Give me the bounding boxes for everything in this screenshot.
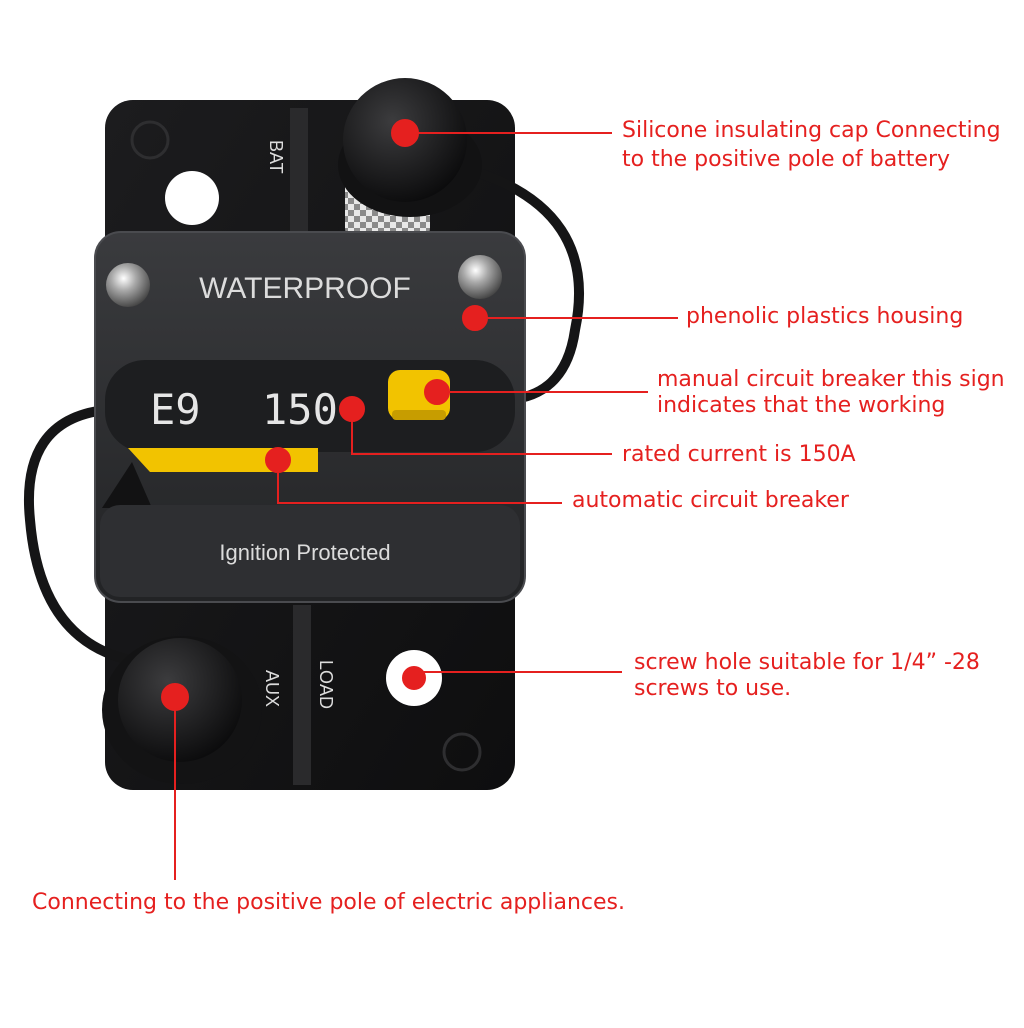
- manual-trip-button-shadow: [392, 410, 446, 420]
- callout-housing-line-1: phenolic plastics housing: [686, 304, 964, 329]
- callout-manual-line-1: manual circuit breaker this sign: [657, 367, 1005, 392]
- callout-housing: phenolic plastics housing: [686, 304, 963, 330]
- model-label: E9: [150, 385, 201, 434]
- callout-rated-line-1: rated current is 150A: [622, 442, 856, 467]
- rating-label: 150: [262, 385, 338, 434]
- callout-cap-line-1: Silicone insulating cap Connecting: [622, 118, 1001, 143]
- cap-tether-right: [465, 165, 584, 405]
- waterproof-label: WATERPROOF: [199, 272, 411, 305]
- screw-dot: [402, 666, 426, 690]
- rated-leader: [351, 409, 612, 455]
- screw-top-left: [106, 263, 150, 307]
- lower-panel: [100, 505, 520, 597]
- callout-screw: screw hole suitable for 1/4” -28 screws …: [634, 650, 980, 702]
- terminal-divider-top: [290, 108, 308, 238]
- reset-lever-wedge: [102, 462, 152, 508]
- mounting-hole-top: [165, 171, 219, 225]
- top-left-recess: [130, 120, 170, 160]
- screw-top-right: [458, 255, 502, 299]
- callout-cap-line-2: to the positive pole of battery: [622, 147, 951, 172]
- callout-screw-line-1: screw hole suitable for 1/4” -28: [634, 650, 980, 675]
- ignition-label: Ignition Protected: [219, 540, 390, 565]
- callout-screw-line-2: screws to use.: [634, 676, 792, 701]
- callout-manual-line-2: indicates that the working: [657, 393, 946, 418]
- callout-appliance-line-1: Connecting to the positive pole of elect…: [32, 890, 626, 915]
- callout-automatic-line-1: automatic circuit breaker: [572, 488, 849, 513]
- cap-tether-left: [24, 405, 135, 665]
- bottom-right-recess: [442, 732, 482, 772]
- automatic-leader: [277, 460, 562, 504]
- callout-automatic: automatic circuit breaker: [572, 488, 849, 514]
- terminal-bottom-label: LOAD: [316, 660, 336, 709]
- callout-appliance: Connecting to the positive pole of elect…: [32, 890, 625, 916]
- housing-rim: [94, 231, 526, 603]
- terminal-top-label: BAT: [266, 140, 286, 174]
- terminal-divider-bottom: [293, 605, 311, 785]
- terminal-aux-label: AUX: [262, 670, 282, 707]
- callout-cap: Silicone insulating cap Connecting to th…: [622, 118, 1001, 173]
- callout-manual: manual circuit breaker this sign indicat…: [657, 367, 1005, 419]
- callout-rated: rated current is 150A: [622, 442, 856, 468]
- callout-leaders: [161, 119, 678, 880]
